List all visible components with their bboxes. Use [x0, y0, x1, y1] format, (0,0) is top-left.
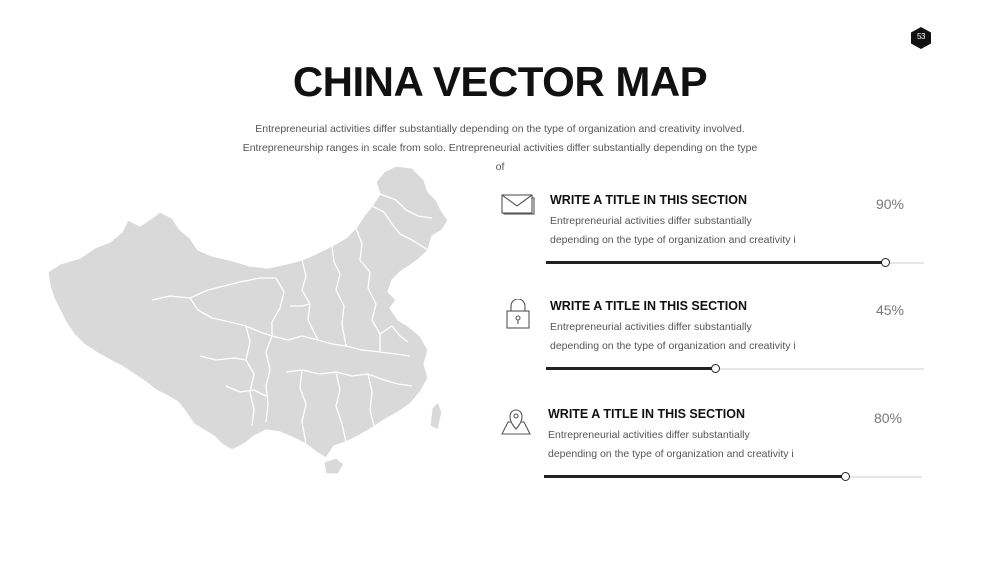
section-description: Entrepreneurial activities differ substa… — [550, 318, 850, 356]
lock-icon — [506, 299, 530, 329]
section-item-3: WRITE A TITLE IN THIS SECTION Entreprene… — [498, 407, 928, 507]
page-title: CHINA VECTOR MAP — [292, 58, 708, 105]
page-number: 53 — [917, 32, 925, 41]
progress-handle[interactable] — [841, 472, 851, 481]
progress-fill — [546, 367, 717, 370]
progress-handle[interactable] — [881, 258, 891, 267]
intro-line-2: Entrepreneurship ranges in scale from so… — [242, 142, 758, 154]
map-pin-icon — [501, 409, 531, 435]
china-map — [47, 165, 449, 475]
hexagon-icon — [911, 27, 931, 49]
description-line-1: Entrepreneurial activities differ substa… — [548, 429, 750, 441]
envelope-icon — [501, 194, 535, 215]
section-heading: WRITE A TITLE IN THIS SECTION — [550, 193, 747, 207]
section-item-1: WRITE A TITLE IN THIS SECTION Entreprene… — [500, 193, 930, 293]
intro-line-3: of — [495, 161, 505, 173]
section-item-2: WRITE A TITLE IN THIS SECTION Entreprene… — [500, 299, 930, 399]
description-line-1: Entrepreneurial activities differ substa… — [550, 321, 752, 333]
map-mainland — [47, 165, 449, 459]
map-hainan — [323, 457, 345, 475]
map-taiwan — [429, 401, 443, 431]
description-line-2: depending on the type of organization an… — [550, 234, 796, 246]
percent-label: 90% — [875, 196, 904, 212]
progress-track — [546, 258, 924, 267]
page-number-badge: 53 — [909, 26, 933, 50]
section-heading: WRITE A TITLE IN THIS SECTION — [550, 299, 747, 313]
map-province-borders — [151, 193, 433, 445]
description-line-2: depending on the type of organization an… — [550, 340, 796, 352]
section-description: Entrepreneurial activities differ substa… — [548, 426, 848, 464]
section-heading: WRITE A TITLE IN THIS SECTION — [548, 407, 745, 421]
progress-track — [546, 364, 924, 373]
percent-label: 80% — [873, 410, 902, 426]
section-description: Entrepreneurial activities differ substa… — [550, 212, 850, 250]
progress-handle[interactable] — [711, 364, 721, 373]
intro-line-1: Entrepreneurial activities differ substa… — [255, 123, 745, 135]
percent-label: 45% — [875, 302, 904, 318]
progress-track — [544, 472, 922, 481]
description-line-1: Entrepreneurial activities differ substa… — [550, 215, 752, 227]
progress-fill — [546, 261, 887, 264]
description-line-2: depending on the type of organization an… — [548, 448, 794, 460]
progress-fill — [544, 475, 847, 478]
intro-text: Entrepreneurial activities differ substa… — [200, 120, 800, 177]
